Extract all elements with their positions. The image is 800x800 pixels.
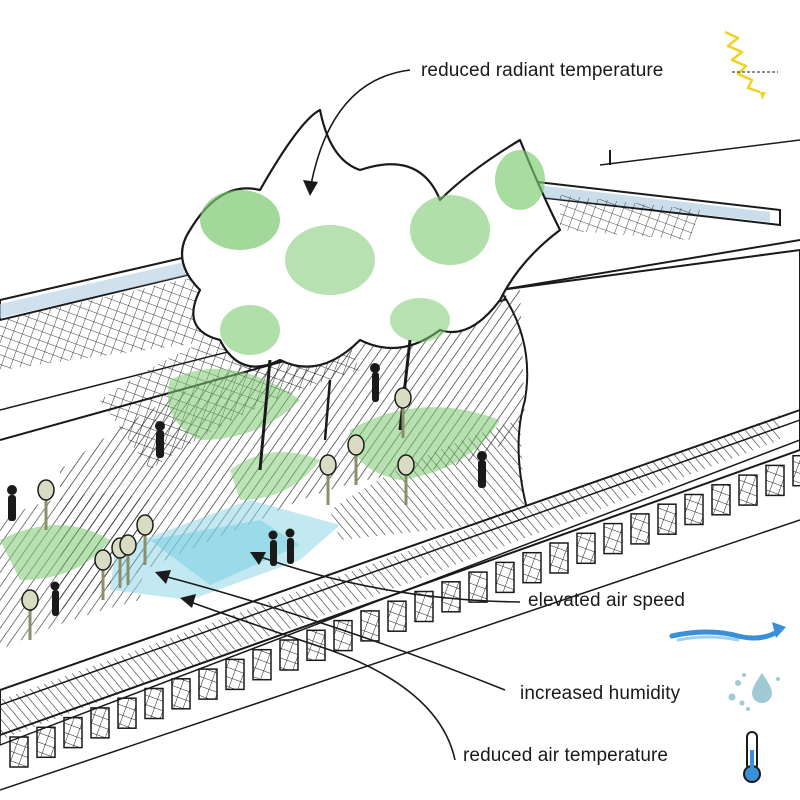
truss-block — [657, 503, 677, 535]
misting-post — [136, 514, 154, 565]
misting-post — [397, 454, 415, 505]
wind-arrow-icon — [669, 622, 786, 642]
arrowheads — [155, 180, 318, 608]
truss-block — [198, 668, 218, 700]
truss-block — [468, 571, 488, 603]
label-elevated-air-speed: elevated air speed — [528, 590, 686, 611]
truss-block — [279, 639, 299, 671]
truss-block — [9, 736, 29, 768]
truss-block — [90, 707, 110, 739]
truss-supports — [9, 454, 800, 768]
truss-block — [63, 716, 83, 749]
truss-block — [144, 687, 164, 720]
misting-post — [347, 434, 365, 485]
truss-block — [765, 464, 785, 497]
truss-block — [414, 590, 434, 623]
misting-post — [37, 479, 55, 530]
truss-block — [603, 522, 623, 555]
truss-block — [387, 600, 407, 632]
annotation-arrows — [159, 69, 521, 761]
label-reduced-radiant-temperature: reduced radiant temperature — [421, 60, 664, 81]
misting-post — [319, 454, 337, 505]
truss-block — [576, 532, 596, 565]
misting-post — [94, 549, 112, 600]
truss-block — [522, 551, 542, 584]
misting-posts — [21, 387, 415, 640]
truss-block — [333, 619, 353, 652]
thermometer-icon — [743, 731, 761, 783]
people — [7, 363, 487, 616]
truss-block — [117, 697, 137, 729]
water-drops-icon — [728, 673, 780, 711]
truss-block — [360, 610, 380, 642]
tree-canopy — [0, 108, 562, 580]
misting-post — [21, 589, 39, 640]
misting-post — [394, 387, 412, 438]
truss-block — [792, 454, 800, 487]
misting-post — [119, 534, 137, 585]
truss-block — [225, 658, 245, 691]
truss-block — [630, 513, 650, 545]
truss-block — [549, 542, 569, 574]
label-increased-humidity: increased humidity — [520, 683, 681, 704]
truss-block — [738, 474, 758, 506]
label-reduced-air-temperature: reduced air temperature — [463, 745, 669, 766]
truss-block — [495, 561, 515, 594]
truss-block — [36, 726, 56, 759]
truss-block — [684, 493, 704, 526]
truss-block — [252, 648, 272, 681]
truss-block — [441, 581, 461, 613]
sun-ray-icon — [724, 30, 778, 100]
truss-block — [171, 678, 191, 710]
truss-block — [711, 484, 731, 516]
